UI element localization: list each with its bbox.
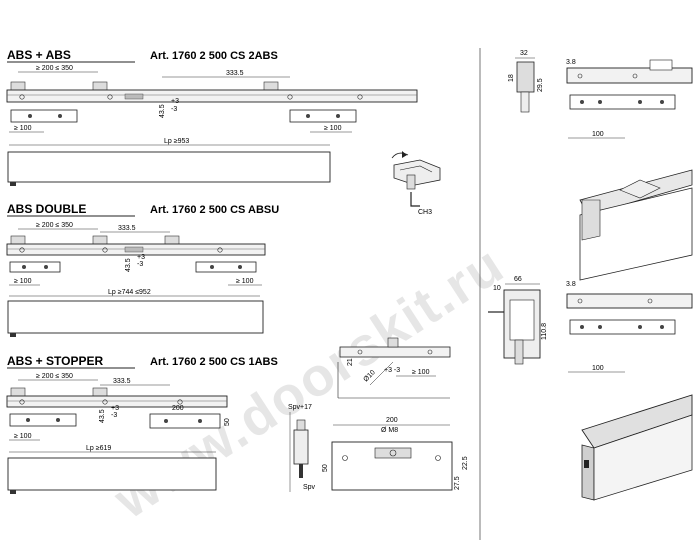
right-top-detail: 32 18 29.5 3.8 100	[508, 50, 693, 139]
dim-minus: -3	[111, 412, 117, 419]
dim-plus: +3	[111, 405, 119, 412]
dim-pitch: 333.5	[226, 70, 244, 77]
iso-rail-top	[579, 169, 693, 281]
section-abs-stopper: ABS + STOPPER Art. 1760 2 500 CS 1ABS ≥ …	[6, 354, 278, 494]
tool-label: CH3	[418, 209, 432, 216]
dim-lp: Lp ≥953	[164, 138, 189, 145]
dim-tol: +3 -3	[384, 367, 400, 374]
dim-pitch: 333.5	[113, 378, 131, 385]
dim-h2: 29.5	[537, 78, 544, 92]
dim-mid: 200	[172, 405, 184, 412]
article-number: Art. 1760 2 500 CS ABSU	[150, 204, 279, 216]
iso-rail-bottom	[581, 394, 693, 501]
dim-range: ≥ 200 ≤ 350	[36, 65, 73, 72]
dim-minus: -3	[171, 106, 177, 113]
dim-vertical: 43.5	[99, 409, 106, 423]
dim-h1: 18	[508, 74, 515, 82]
spv-bottom-label: Spv	[303, 484, 316, 491]
dim-t1: 3.8	[566, 59, 576, 66]
section-abs-double: ABS DOUBLE Art. 1760 2 500 CS ABSU ≥ 200…	[6, 202, 279, 337]
article-number: Art. 1760 2 500 CS 2ABS	[150, 50, 278, 62]
dim-range: ≥ 200 ≤ 350	[36, 222, 73, 229]
dim-left: ≥ 100	[14, 433, 32, 440]
dim-t1: 3.8	[566, 281, 576, 288]
dim-plus: +3	[171, 98, 179, 105]
plate-h2: 27.5	[454, 476, 461, 490]
dim-pitch: 333.5	[118, 225, 136, 232]
dim-lp: Lp ≥744 ≤952	[108, 289, 151, 296]
dim-plus: +3	[137, 254, 145, 261]
dim-vertical: 43.5	[159, 104, 166, 118]
plate-bolt: Ø M8	[381, 427, 398, 434]
dim-height: 50	[224, 418, 231, 426]
plate-h1: 50	[322, 464, 329, 472]
spv-top-label: Spv+17	[288, 404, 312, 411]
iso-carriage-detail: CH3	[391, 151, 441, 216]
dim-l: 100	[592, 131, 604, 138]
dim-right: ≥ 100	[236, 278, 254, 285]
dim-min: ≥ 100	[412, 369, 430, 376]
door-panel	[7, 151, 331, 183]
dim-lp: Lp ≥619	[86, 445, 111, 452]
article-number: Art. 1760 2 500 CS 1ABS	[150, 356, 278, 368]
plate-width: 200	[386, 417, 398, 424]
door-panel	[7, 300, 264, 334]
dim-w1: 10	[493, 285, 501, 292]
door-panel	[7, 457, 217, 491]
plate-detail: 200 Ø M8 50 27.5 22.5	[322, 417, 469, 491]
dim-range: ≥ 200 ≤ 350	[36, 373, 73, 380]
dim-right: ≥ 100	[324, 125, 342, 132]
rail	[6, 395, 228, 408]
dim-minus: -3	[137, 261, 143, 268]
section-abs-abs: ABS + ABS Art. 1760 2 500 CS 2ABS ≥ 200 …	[6, 48, 418, 186]
section-title: ABS + ABS	[7, 48, 71, 62]
right-mid-detail: 10 66 110.8 3.8 100	[488, 276, 693, 373]
spv-section-detail: Spv+17 Spv	[288, 404, 316, 492]
rail	[6, 89, 418, 103]
dim-left: ≥ 100	[14, 278, 32, 285]
dim-h: 21	[347, 358, 354, 366]
section-title: ABS DOUBLE	[7, 202, 86, 216]
dim-l: 100	[592, 365, 604, 372]
section-title: ABS + STOPPER	[7, 354, 103, 368]
dim-w2: 66	[514, 276, 522, 283]
dim-h: 110.8	[541, 323, 548, 340]
dim-vertical: 43.5	[125, 258, 132, 272]
dim-left: ≥ 100	[14, 125, 32, 132]
dim-w: 32	[520, 50, 528, 57]
plate-h3: 22.5	[462, 456, 469, 470]
